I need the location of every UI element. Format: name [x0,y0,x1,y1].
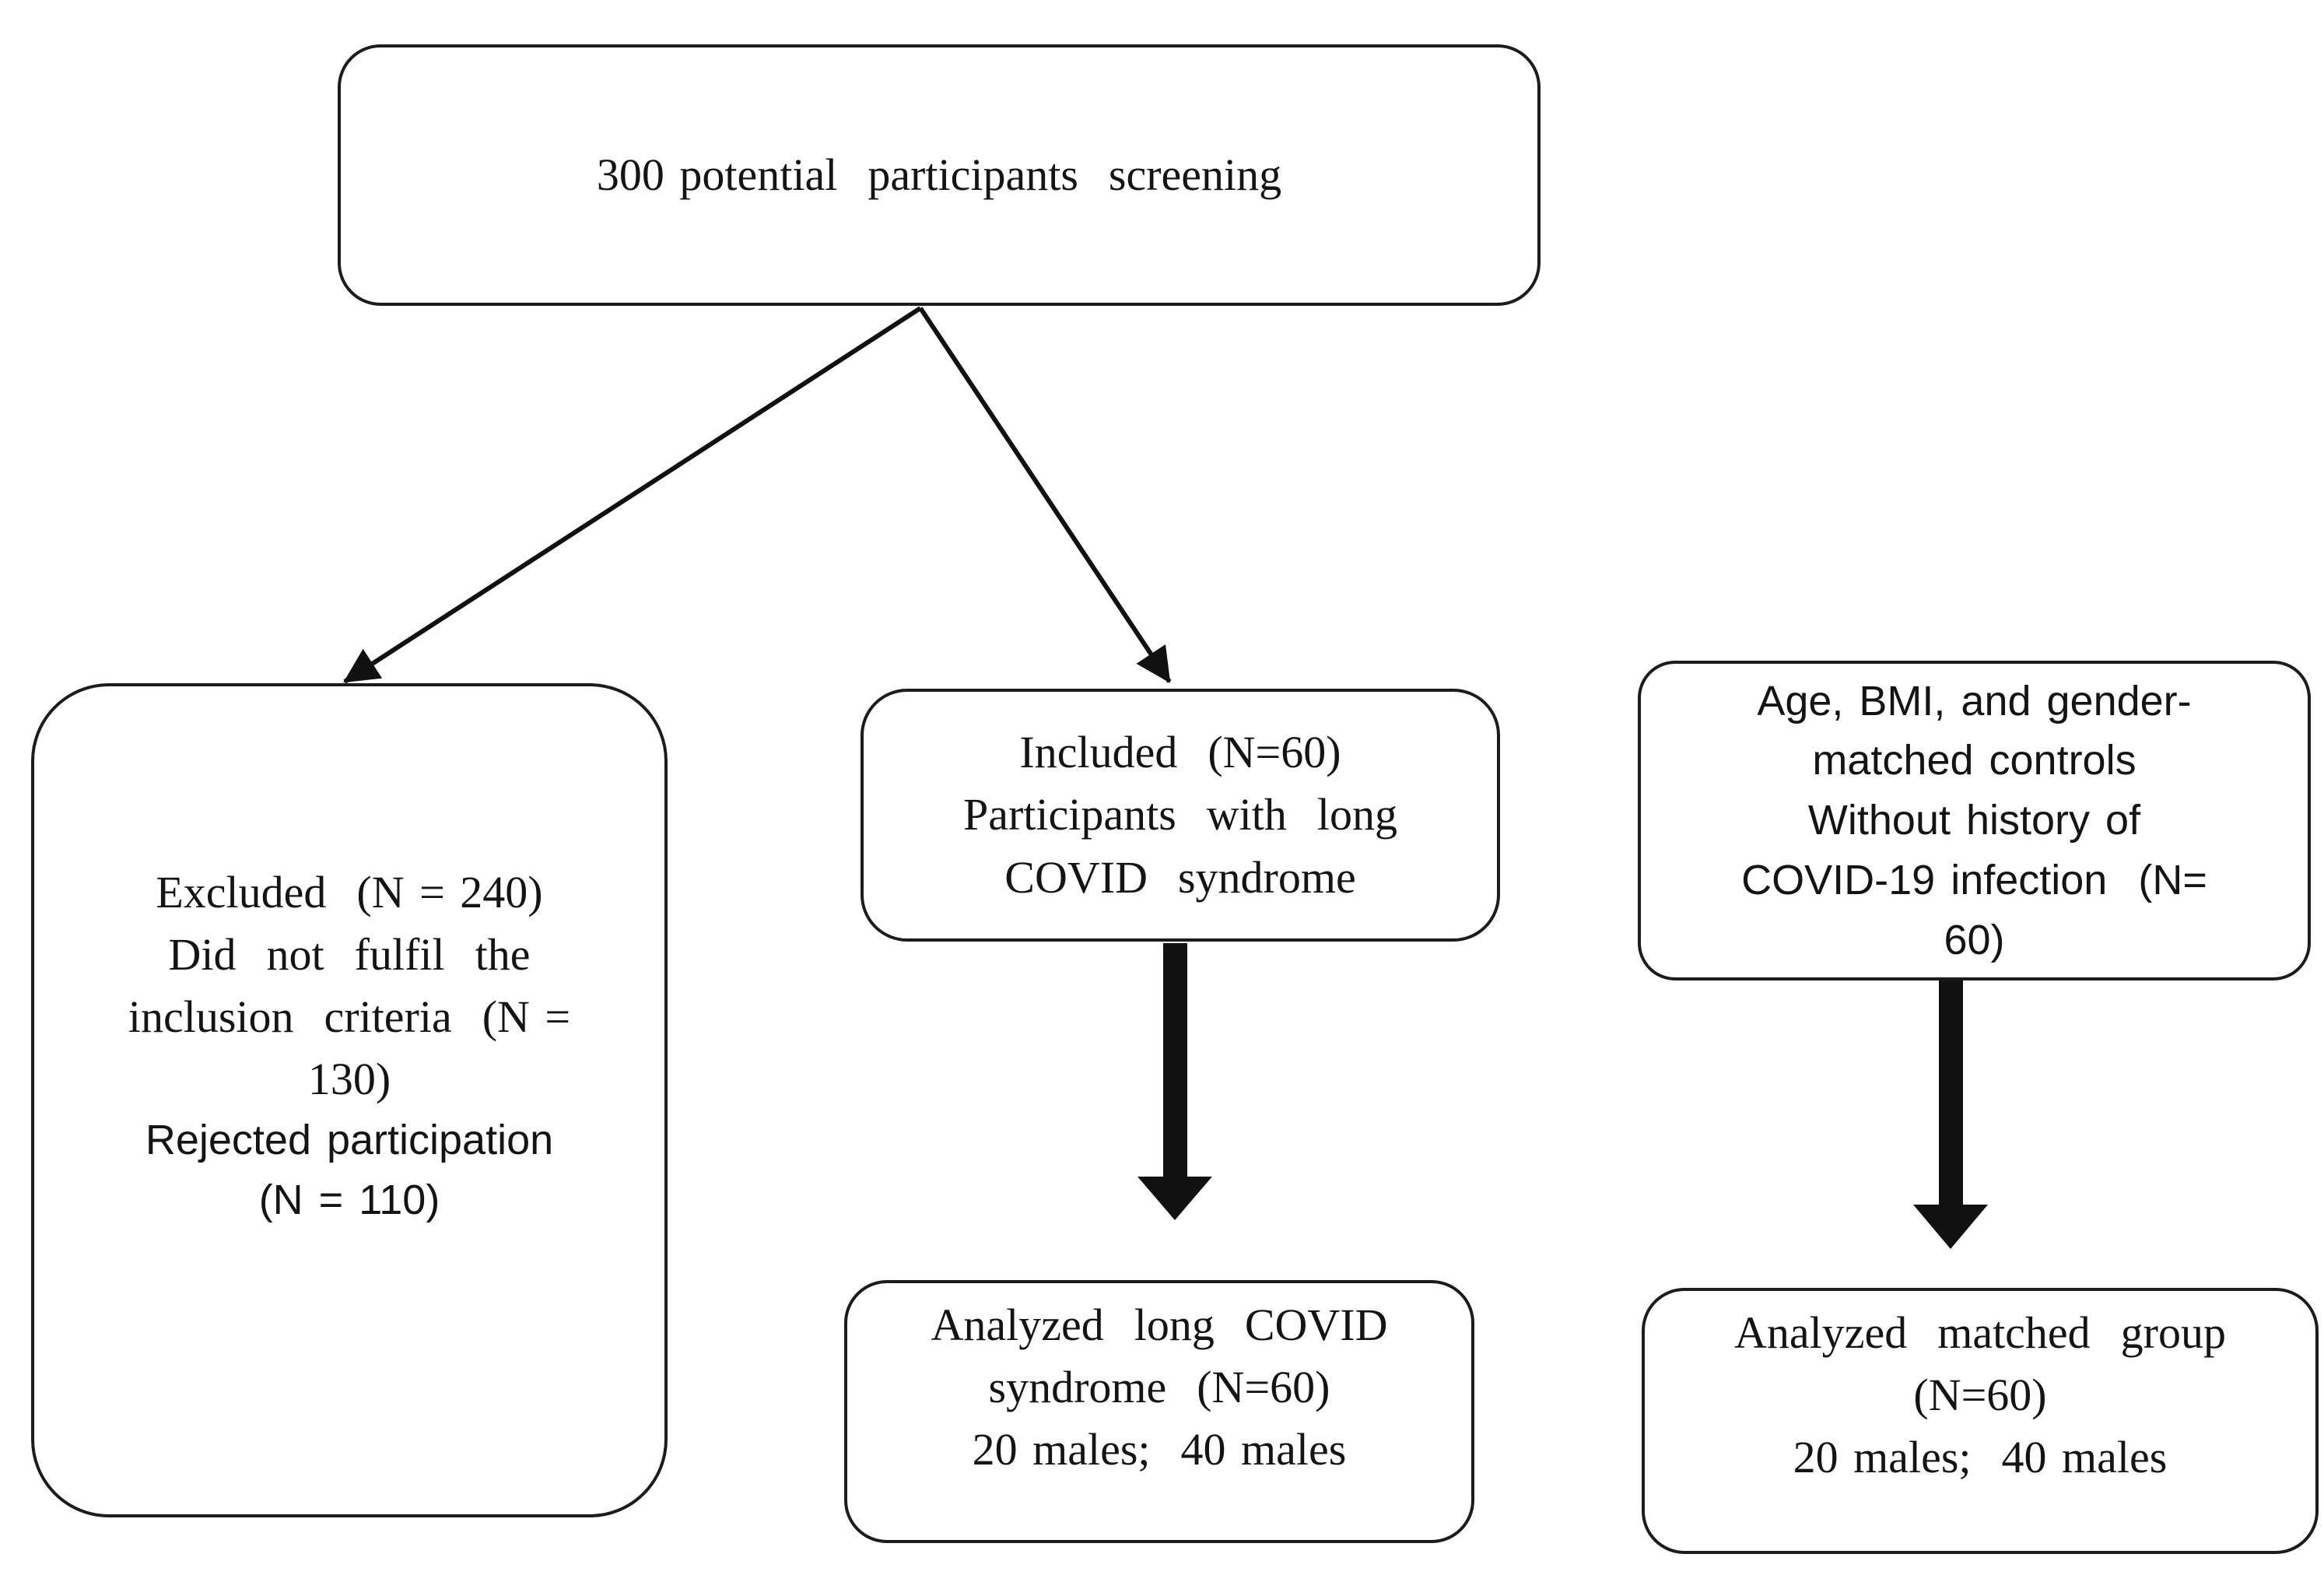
analyzed-long-covid-box: Analyzed long COVID syndrome (N=60) 20 m… [844,1280,1474,1543]
arrow-included-to-analyzed [1137,943,1212,1220]
excluded-box-text-sans: Rejected participation (N = 110) [145,1117,554,1224]
excluded-box-text-serif: Excluded (N = 240) Did not fulfil the in… [128,867,571,1105]
excluded-box: Excluded (N = 240) Did not fulfil the in… [31,683,668,1517]
screening-box-text: 300 potential participants screening [596,149,1282,200]
arrow-controls-to-analyzed [1913,974,1988,1249]
included-box-text: Included (N=60) Participants with long C… [962,727,1398,903]
analyzed-matched-group-box: Analyzed matched group (N=60) 20 males; … [1642,1288,2319,1554]
matched-controls-box-text: Age, BMI, and gender- matched controls W… [1741,677,2207,963]
arrow-screening-to-excluded [343,306,922,684]
analyzed-matched-group-box-text: Analyzed matched group (N=60) 20 males; … [1733,1307,2226,1483]
analyzed-long-covid-box-text: Analyzed long COVID syndrome (N=60) 20 m… [931,1300,1388,1475]
arrow-screening-to-included [918,307,1172,683]
screening-box: 300 potential participants screening [338,44,1541,306]
included-box: Included (N=60) Participants with long C… [861,689,1500,942]
matched-controls-box: Age, BMI, and gender- matched controls W… [1638,661,2311,980]
